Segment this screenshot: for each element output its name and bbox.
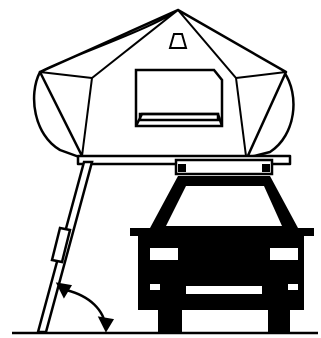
car-windshield bbox=[166, 186, 282, 226]
headlight-right bbox=[270, 248, 298, 260]
tent-vent-icon bbox=[168, 33, 188, 49]
car-front-icon bbox=[130, 158, 314, 332]
window-icon bbox=[134, 68, 224, 128]
tent-seams bbox=[39, 8, 287, 157]
car-grille bbox=[186, 286, 262, 294]
headlight-left bbox=[150, 248, 178, 260]
roof-rack bbox=[174, 158, 274, 176]
ladder-icon bbox=[36, 160, 94, 334]
double-arrow-icon bbox=[55, 282, 115, 333]
